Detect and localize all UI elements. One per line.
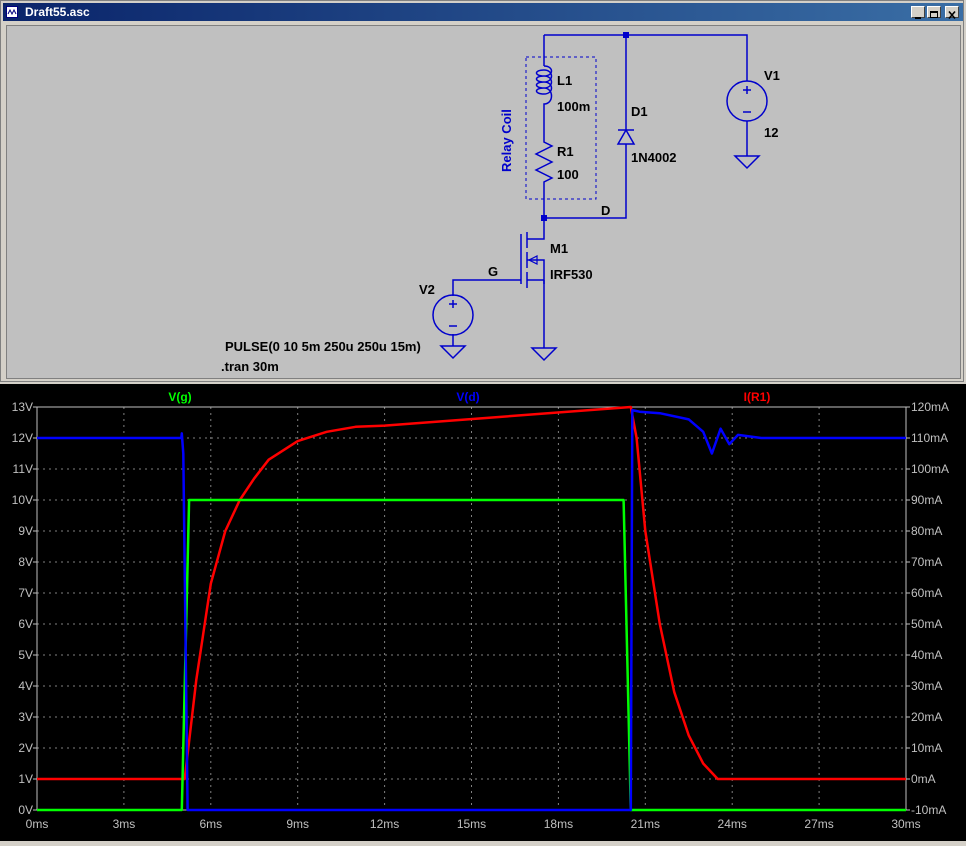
close-button[interactable] <box>945 6 959 20</box>
x-tick-label: 21ms <box>631 817 660 831</box>
x-axis-ticks: 0ms 3ms 6ms 9ms 12ms 15ms 18ms 21ms 24ms 27ms 30ms <box>26 817 921 831</box>
minimize-icon <box>915 17 921 19</box>
trace-legend[interactable]: V(g) V(d) I(R1) <box>168 390 770 404</box>
right-y-tick-label: 100mA <box>911 462 949 476</box>
left-y-tick-label: 11V <box>13 462 33 476</box>
left-y-tick-label: 5V <box>18 648 33 662</box>
resistor-r1-symbol[interactable] <box>534 136 554 184</box>
x-tick-label: 30ms <box>891 817 920 831</box>
trace-vd[interactable] <box>37 408 906 812</box>
plot-traces[interactable] <box>37 405 906 812</box>
tran-directive[interactable]: .tran 30m <box>221 359 279 374</box>
m1-value-label[interactable]: IRF530 <box>550 267 593 282</box>
x-tick-label: 24ms <box>718 817 747 831</box>
r1-name-label[interactable]: R1 <box>557 144 574 159</box>
right-y-tick-label: 80mA <box>911 524 942 538</box>
diode-d1-symbol[interactable] <box>616 123 636 145</box>
d1-name-label[interactable]: D1 <box>631 104 648 119</box>
ground-symbol-m1 <box>530 347 558 362</box>
inductor-l1-symbol[interactable] <box>535 65 553 113</box>
voltage-source-v1-symbol[interactable] <box>726 76 768 122</box>
legend-ir1[interactable]: I(R1) <box>744 390 771 404</box>
right-y-tick-label: 60mA <box>911 586 942 600</box>
v1-name-label[interactable]: V1 <box>764 68 780 83</box>
maximize-button[interactable] <box>927 6 941 18</box>
left-y-tick-label: 1V <box>18 772 33 786</box>
voltage-source-v2-symbol[interactable] <box>432 294 474 336</box>
left-y-tick-label: 4V <box>18 679 33 693</box>
right-y-tick-label: 120mA <box>911 400 949 414</box>
d1-value-label[interactable]: 1N4002 <box>631 150 677 165</box>
trace-ir1[interactable] <box>37 405 906 781</box>
left-y-tick-label: 12V <box>12 431 33 445</box>
right-y-tick-label: 50mA <box>911 617 942 631</box>
relay-coil-box <box>525 56 597 200</box>
ground-symbol-v2 <box>439 345 467 360</box>
v2-name-label[interactable]: V2 <box>419 282 435 297</box>
x-tick-label: 27ms <box>804 817 833 831</box>
right-y-tick-label: 70mA <box>911 555 942 569</box>
right-y-tick-label: 90mA <box>911 493 942 507</box>
net-g-label[interactable]: G <box>488 264 498 279</box>
right-y-tick-label: 0mA <box>911 772 936 786</box>
l1-name-label[interactable]: L1 <box>557 73 572 88</box>
v1-value-label[interactable]: 12 <box>764 125 778 140</box>
m1-name-label[interactable]: M1 <box>550 241 568 256</box>
right-axis-ticks: -10mA 0mA 10mA 20mA 30mA 40mA 50mA 60mA 70mA 80mA… <box>911 400 949 817</box>
right-y-tick-label: 40mA <box>911 648 942 662</box>
pulse-directive[interactable]: PULSE(0 10 5m 250u 250u 15m) <box>225 339 421 354</box>
title-bar[interactable]: Draft55.asc <box>3 3 963 21</box>
schematic-window: Draft55.asc <box>0 0 964 382</box>
x-tick-label: 6ms <box>199 817 222 831</box>
left-y-tick-label: 13V <box>12 400 33 414</box>
x-tick-label: 18ms <box>544 817 573 831</box>
close-icon <box>948 10 956 20</box>
x-tick-label: 9ms <box>286 817 309 831</box>
legend-vd[interactable]: V(d) <box>456 390 479 404</box>
x-tick-label: 3ms <box>113 817 136 831</box>
right-y-tick-label: 10mA <box>911 741 942 755</box>
right-y-tick-label: 110mA <box>911 431 948 445</box>
right-y-tick-label: 20mA <box>911 710 942 724</box>
trace-vg[interactable] <box>37 498 906 812</box>
schematic-canvas[interactable]: Relay Coil L1 100m R1 100 D1 1N4002 V1 1… <box>6 25 961 379</box>
left-y-tick-label: 8V <box>18 555 33 569</box>
left-axis-ticks: 0V 1V 2V 3V 4V 5V 6V 7V 8V 9V 10V 11V 12V 13V <box>12 400 33 817</box>
waveform-viewer[interactable]: 0ms 3ms 6ms 9ms 12ms 15ms 18ms 21ms 24ms 27ms 30ms… <box>0 384 966 841</box>
net-d-label[interactable]: D <box>601 203 610 218</box>
left-y-tick-label: 3V <box>18 710 33 724</box>
window-title: Draft55.asc <box>25 5 90 19</box>
left-y-tick-label: 7V <box>18 586 33 600</box>
ltspice-schematic-icon <box>6 6 18 18</box>
plot-grid <box>33 406 910 811</box>
x-tick-label: 12ms <box>370 817 399 831</box>
left-y-tick-label: 10V <box>12 493 33 507</box>
relay-coil-label[interactable]: Relay Coil <box>499 109 514 172</box>
maximize-icon <box>930 11 938 18</box>
r1-value-label[interactable]: 100 <box>557 167 579 182</box>
waveform-plot[interactable]: 0ms 3ms 6ms 9ms 12ms 15ms 18ms 21ms 24ms 27ms 30ms… <box>0 384 966 841</box>
minimize-button[interactable] <box>911 6 925 19</box>
right-y-tick-label: 30mA <box>911 679 942 693</box>
x-tick-label: 0ms <box>26 817 49 831</box>
l1-value-label[interactable]: 100m <box>557 99 590 114</box>
left-y-tick-label: 9V <box>18 524 33 538</box>
left-y-tick-label: 0V <box>18 803 33 817</box>
left-y-tick-label: 6V <box>18 617 33 631</box>
x-tick-label: 15ms <box>457 817 486 831</box>
right-y-tick-label: -10mA <box>911 803 946 817</box>
legend-vg[interactable]: V(g) <box>168 390 191 404</box>
left-y-tick-label: 2V <box>18 741 33 755</box>
ground-symbol-v1 <box>733 155 761 170</box>
